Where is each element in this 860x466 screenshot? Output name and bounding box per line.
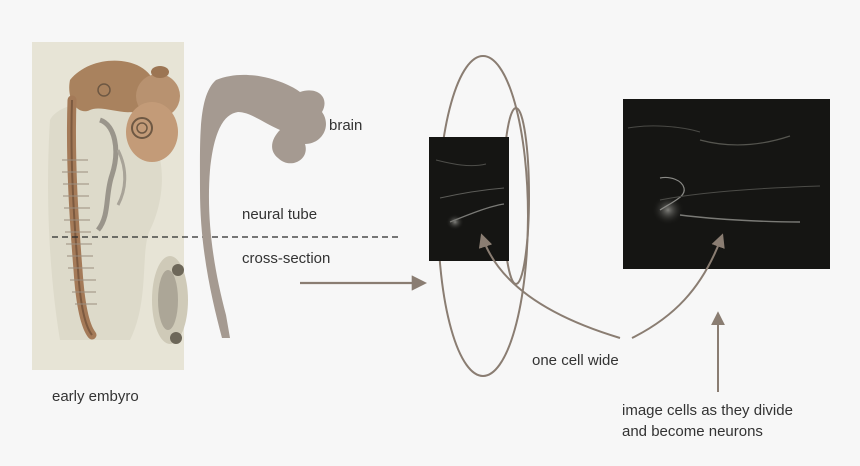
micrograph-small <box>429 137 509 261</box>
one-cell-arrow-large <box>631 233 725 339</box>
image-cells-label: image cells as they divide and become ne… <box>622 402 793 440</box>
cross-section-label: cross-section <box>242 250 331 267</box>
embryo-illustration <box>32 42 188 370</box>
micrograph-large <box>623 99 830 269</box>
early-embryo-label: early embyro <box>52 388 139 405</box>
one-cell-arrow-small <box>478 233 621 339</box>
embryo-head <box>69 60 155 113</box>
neural-tube-shape <box>199 74 326 339</box>
one-cell-wide-label: one cell wide <box>532 352 619 369</box>
neural-tube-label: neural tube <box>242 206 318 223</box>
brain-label: brain <box>329 117 363 134</box>
